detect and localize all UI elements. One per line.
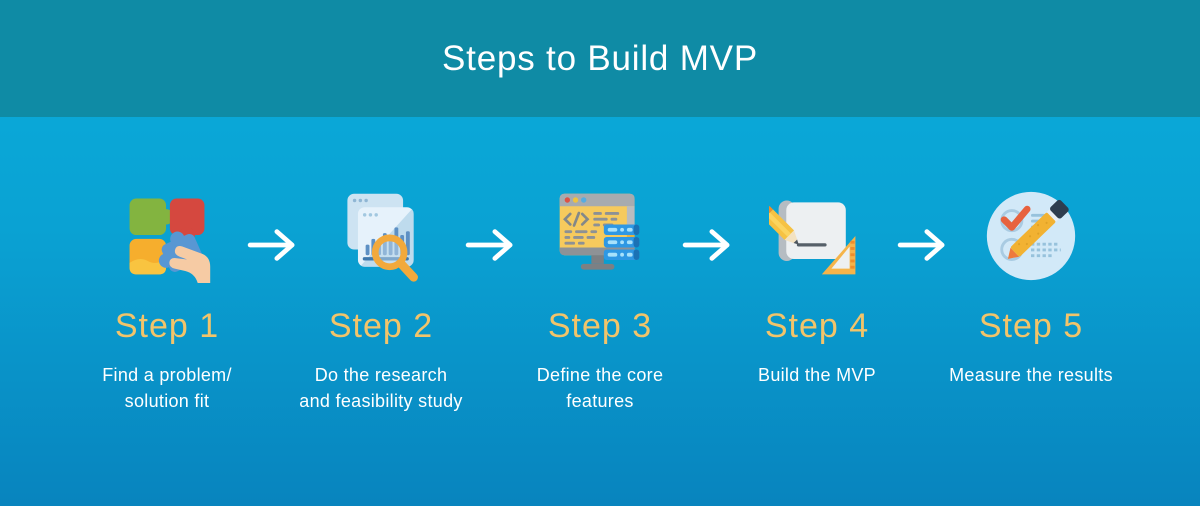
step-description: Measure the results: [949, 365, 1113, 385]
right-arrow-icon: [245, 224, 303, 266]
step-label: Step 5: [978, 307, 1084, 345]
step-label: Step 1: [114, 307, 220, 345]
right-arrow-icon: [680, 224, 738, 266]
step-description: Build the MVP: [758, 365, 876, 385]
page-title: Steps to Build MVP: [442, 38, 758, 78]
right-arrow-icon: [895, 224, 953, 266]
code-monitor-icon: [490, 186, 710, 286]
checklist-marker-icon: [921, 186, 1141, 286]
puzzle-pieces-icon: [57, 186, 277, 286]
step-description: Define the core features: [536, 365, 664, 411]
step-column-1: Step 1 Find a problem/ solution fit: [57, 186, 277, 414]
right-arrow-icon: [463, 224, 521, 266]
step-label: Step 3: [547, 307, 653, 345]
step-description: Find a problem/ solution fit: [102, 365, 232, 411]
step-column-2: Step 2 Do the research and feasibility s…: [271, 186, 491, 414]
step-label: Step 2: [328, 307, 434, 345]
step-label: Step 4: [764, 307, 870, 345]
blueprint-pencil-icon: [707, 186, 927, 286]
step-column-3: Step 3 Define the core features: [490, 186, 710, 414]
step-description: Do the research and feasibility study: [299, 365, 463, 411]
step-column-4: Step 4 Build the MVP: [707, 186, 927, 388]
step-column-5: Step 5 Measure the results: [921, 186, 1141, 388]
research-magnifier-icon: [271, 186, 491, 286]
header-banner: Steps to Build MVP: [0, 0, 1200, 117]
